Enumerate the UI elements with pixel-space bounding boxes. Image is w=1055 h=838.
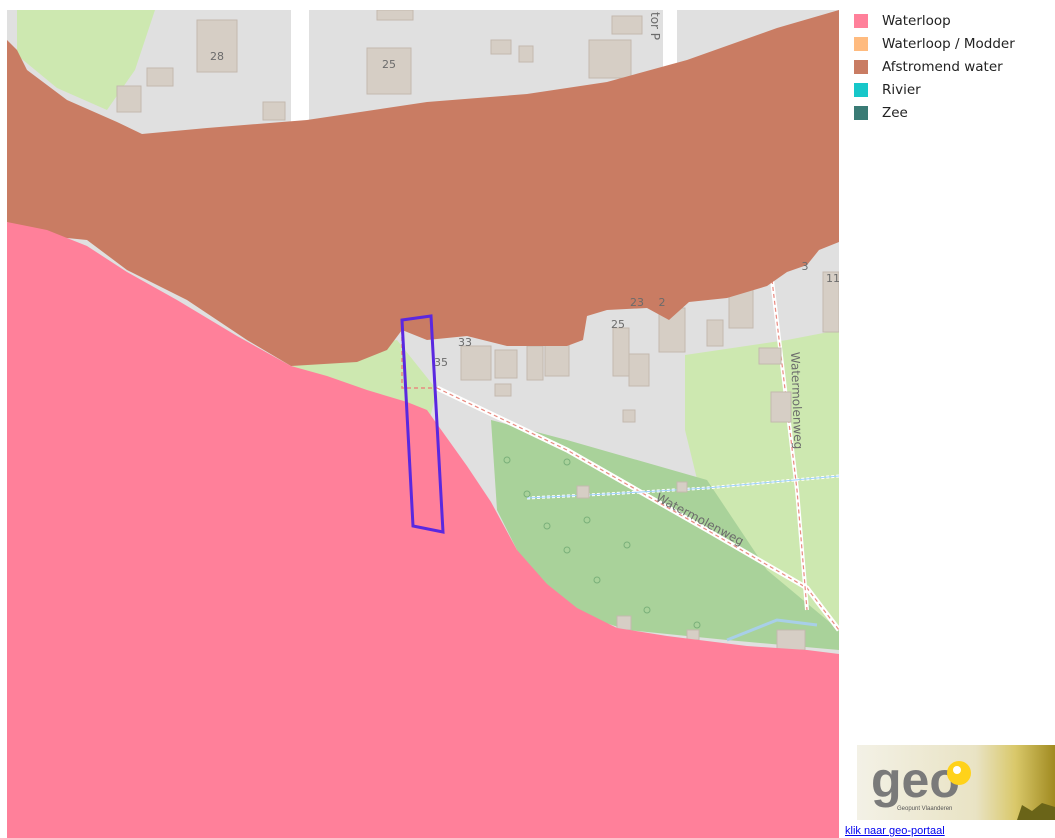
legend-label: Rivier — [882, 81, 921, 98]
hedge-path-line — [526, 475, 839, 499]
house-number-label: 25 — [382, 58, 396, 71]
house-number-label: 23 — [630, 296, 644, 309]
legend-swatch — [854, 13, 868, 28]
selected-parcel-outline[interactable] — [400, 314, 445, 534]
map-canvas[interactable]: 28 25 33 35 25 23 2 3 11 Watermolenweg W… — [7, 10, 839, 838]
map-view[interactable]: 28 25 33 35 25 23 2 3 11 Watermolenweg W… — [7, 10, 839, 838]
geopunt-logo[interactable]: geo Geopunt Vlaanderen — [857, 745, 1055, 820]
afstromend-water-zone — [7, 10, 839, 366]
legend-label: Waterloop / Modder — [882, 35, 1015, 52]
house-number-label: 28 — [210, 50, 224, 63]
legend-label: Zee — [882, 104, 908, 121]
legend-item-waterloop-modder: Waterloop / Modder — [850, 33, 1055, 54]
legend-swatch — [854, 59, 868, 74]
legend-item-waterloop: Waterloop — [850, 10, 1055, 31]
legend-item-zee: Zee — [850, 102, 1055, 123]
house-number-label: 33 — [458, 336, 472, 349]
house-number-label: 11 — [826, 272, 839, 285]
legend: Waterloop Waterloop / Modder Afstromend … — [850, 10, 1055, 125]
road-watermolenweg — [435, 385, 839, 632]
logo-text: geo — [871, 752, 960, 808]
logo-landscape — [1017, 803, 1055, 820]
logo-sun-highlight — [953, 766, 961, 774]
legend-label: Afstromend water — [882, 58, 1003, 75]
legend-swatch — [854, 36, 868, 51]
house-number-label: 3 — [802, 260, 809, 273]
street-label-partial: tor P — [648, 12, 662, 40]
buildings — [116, 10, 839, 651]
house-number-label: 25 — [611, 318, 625, 331]
legend-label: Waterloop — [882, 12, 951, 29]
geo-portal-link[interactable]: klik naar geo-portaal — [845, 825, 945, 837]
road — [663, 10, 677, 70]
house-number-label: 35 — [434, 356, 448, 369]
footpath — [401, 330, 437, 389]
geopunt-logo-image: geo Geopunt Vlaanderen — [857, 745, 1055, 820]
legend-swatch — [854, 105, 868, 120]
stream — [726, 618, 818, 642]
legend-item-afstromend-water: Afstromend water — [850, 56, 1055, 77]
house-number-label: 2 — [659, 296, 666, 309]
road — [291, 10, 309, 140]
park-area — [17, 10, 155, 110]
street-label-watermolenweg-north: Watermolenweg — [788, 352, 805, 450]
woodland-area — [491, 420, 839, 650]
waterloop-zone — [7, 222, 839, 838]
logo-subtitle: Geopunt Vlaanderen — [897, 806, 952, 812]
legend-item-rivier: Rivier — [850, 79, 1055, 100]
legend-swatch — [854, 82, 868, 97]
